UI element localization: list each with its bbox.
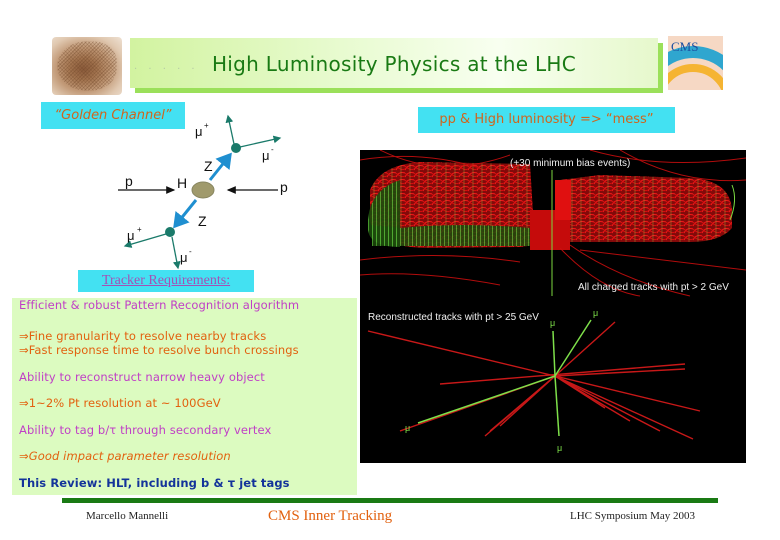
mess-callout: pp & High luminosity => “mess” (418, 107, 675, 133)
svg-text:+: + (137, 225, 142, 234)
svg-text:All charged tracks with pt > 2: All charged tracks with pt > 2 GeV (578, 282, 729, 293)
footer-author: Marcello Mannelli (86, 510, 169, 522)
svg-text:μ: μ (262, 148, 270, 163)
requirement-item: This Review: HLT, including b & τ jet ta… (19, 476, 290, 490)
requirement-item: ⇒Fine granularity to resolve nearby trac… (19, 329, 267, 343)
svg-text:μ: μ (405, 423, 410, 433)
muon-top-minus (239, 135, 282, 148)
requirement-item: ⇒Good impact parameter resolution (19, 449, 231, 463)
higgs-blob (191, 181, 215, 199)
svg-text:-: - (189, 247, 192, 256)
golden-channel-callout: “Golden Channel” (41, 102, 185, 129)
z-top-vertex (231, 143, 241, 153)
svg-text:-: - (271, 145, 274, 154)
z-top-arrow (208, 152, 232, 181)
mess-label: pp & High luminosity => “mess” (439, 112, 654, 127)
requirements-box: Efficient & robust Pattern Recognition a… (12, 298, 357, 495)
svg-text:μ: μ (195, 124, 203, 139)
requirement-item: Ability to reconstruct narrow heavy obje… (19, 370, 265, 384)
muon-bottom-minus (171, 236, 181, 270)
higgs-decay-diagram: μ + μ - Z H p p Z μ + μ - (118, 114, 288, 270)
footer-divider (62, 498, 718, 503)
svg-text:μ: μ (180, 250, 188, 265)
svg-text:μ: μ (593, 308, 598, 318)
tracker-requirements-heading: Tracker Requirements: (78, 270, 254, 292)
svg-text:p: p (280, 179, 288, 195)
svg-text:p: p (125, 173, 133, 189)
svg-text:Z: Z (204, 158, 213, 174)
event-display-graphic: (+30 minimum bias events) All charged tr… (360, 150, 746, 453)
cms-logo-ring-inner (668, 64, 723, 90)
svg-text:Z: Z (198, 213, 207, 229)
title-banner: · · · · · High Luminosity Physics at the… (130, 38, 658, 88)
tracker-requirements-label: Tracker Requirements: (101, 273, 231, 288)
page-title: High Luminosity Physics at the LHC (211, 52, 577, 76)
svg-text:H: H (177, 175, 187, 191)
golden-channel-label: “Golden Channel” (54, 108, 172, 123)
svg-text:(+30 minimum bias events): (+30 minimum bias events) (510, 158, 630, 169)
muon-bottom-plus (123, 233, 167, 248)
z-bottom-arrow (173, 199, 198, 229)
svg-text:Reconstructed tracks with pt >: Reconstructed tracks with pt > 25 GeV (368, 312, 539, 323)
cms-logo-text: CMS (671, 39, 699, 54)
cms-logo-ring-outer (668, 46, 723, 90)
detector-photo-logo (52, 37, 122, 95)
z-bottom-vertex (165, 227, 175, 237)
requirement-item: Ability to tag b/τ through secondary ver… (19, 423, 272, 437)
svg-text:μ: μ (550, 318, 555, 328)
requirement-item: ⇒Fast response time to resolve bunch cro… (19, 343, 299, 357)
muon-top-plus (225, 114, 235, 145)
svg-text:+: + (204, 121, 209, 130)
footer-title: CMS Inner Tracking (268, 508, 393, 524)
banner-decoration: · · · · · (134, 64, 199, 75)
requirement-item: Efficient & robust Pattern Recognition a… (19, 298, 300, 312)
svg-text:μ: μ (557, 443, 562, 453)
footer-event: LHC Symposium May 2003 (570, 510, 695, 522)
svg-text:μ: μ (127, 228, 135, 243)
cms-logo: CMS (668, 36, 723, 90)
requirement-item: ⇒1~2% Pt resolution at ~ 100GeV (19, 396, 221, 410)
event-display-image: (+30 minimum bias events) All charged tr… (360, 150, 746, 463)
